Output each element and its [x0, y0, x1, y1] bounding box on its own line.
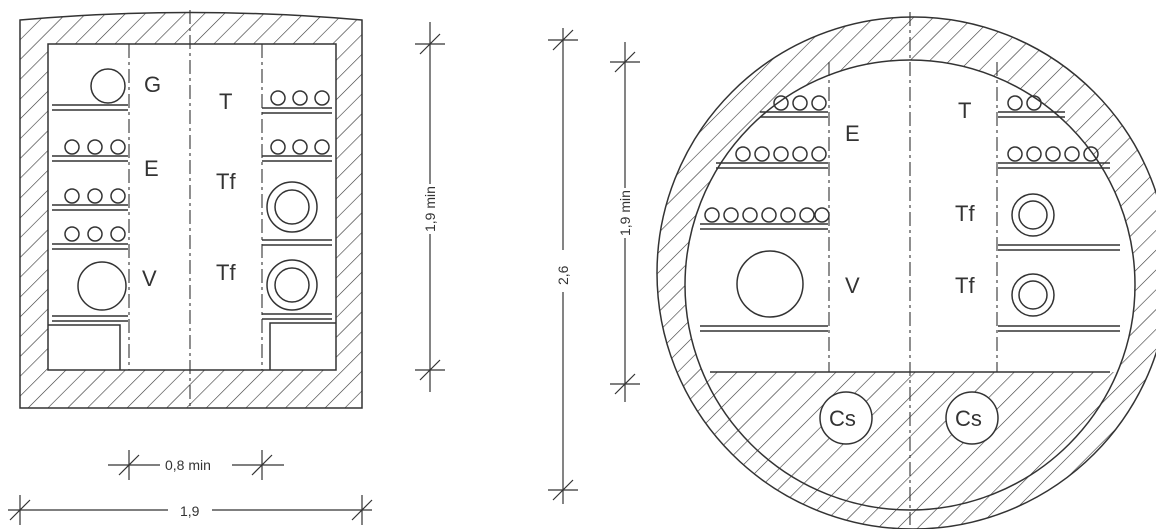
diameter-dimension-label: 2,6: [555, 265, 571, 285]
label-tf-upper-left: Tf: [216, 169, 236, 194]
right-circular-section: [548, 12, 1156, 529]
cs-circle-left: [819, 391, 873, 445]
right-shelves-left-side: [700, 111, 828, 332]
left-electric-cables-2: [64, 188, 126, 204]
aisle-width-dimension: [108, 450, 284, 480]
telecom-cables-top: [270, 90, 330, 106]
water-pipe-circle: [77, 261, 127, 311]
left-electric-cables-3: [64, 226, 126, 242]
right-district-heating-pipe-lower: [1011, 273, 1055, 317]
label-e-left: E: [144, 156, 159, 181]
right-district-heating-pipe-upper: [1011, 193, 1055, 237]
right-telecom-cables-mid: [1007, 146, 1099, 162]
left-electric-cables-1: [64, 139, 126, 155]
label-e-right: E: [845, 121, 860, 146]
label-cs-left: Cs: [829, 406, 856, 431]
left-shelves-left-side: [48, 104, 128, 370]
left-axis-lines: [128, 10, 263, 408]
right-height-dimension-label: 1,9 min: [617, 190, 633, 236]
total-width-dimension: [8, 495, 373, 525]
label-tf-lower-right: Tf: [955, 273, 975, 298]
district-heating-pipe-lower: [266, 259, 318, 311]
label-cs-right: Cs: [955, 406, 982, 431]
label-v-left: V: [142, 266, 157, 291]
left-height-dimension: [415, 22, 445, 392]
label-tf-upper-right: Tf: [955, 201, 975, 226]
label-v-right: V: [845, 273, 860, 298]
right-telecom-cables-top: [1007, 95, 1042, 111]
label-g: G: [144, 72, 161, 97]
right-water-pipe-circle: [736, 250, 804, 318]
diameter-dimension: [548, 28, 578, 504]
right-electric-cables-3: [704, 207, 830, 223]
gas-pipe-circle: [90, 68, 126, 104]
right-electric-cables-1: [773, 95, 827, 111]
right-shelves-right-side: [998, 111, 1120, 332]
telecom-cables-mid: [270, 139, 330, 155]
label-t-right: T: [958, 98, 971, 123]
left-height-dimension-label: 1,9 min: [422, 186, 438, 232]
district-heating-pipe-upper: [266, 181, 318, 233]
right-electric-cables-2: [735, 146, 827, 162]
left-shelves-right-side: [262, 107, 336, 370]
left-rectangular-section: [8, 10, 445, 525]
left-outer-wall: [19, 11, 363, 409]
label-tf-lower-left: Tf: [216, 260, 236, 285]
total-width-dimension-label: 1,9: [180, 503, 200, 519]
aisle-width-dimension-label: 0,8 min: [165, 457, 211, 473]
label-t-left: T: [219, 89, 232, 114]
right-height-dimension: [610, 42, 640, 402]
cs-circle-right: [945, 391, 999, 445]
